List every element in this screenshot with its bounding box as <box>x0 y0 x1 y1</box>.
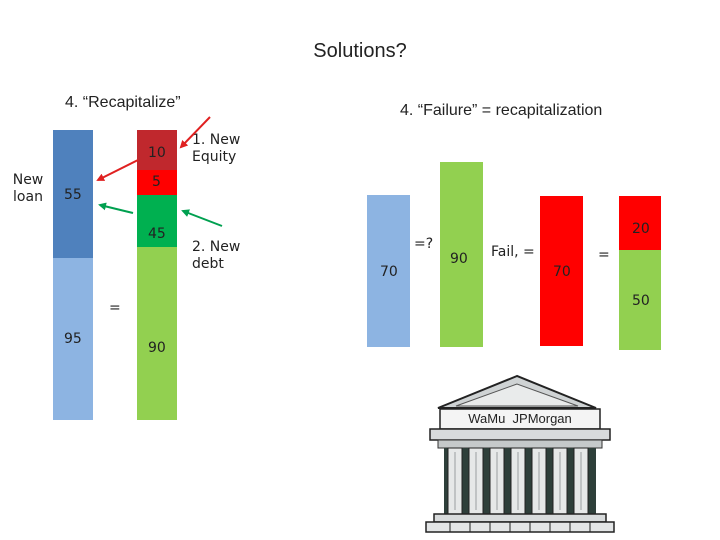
equity-bottom-value: 5 <box>152 174 161 190</box>
new-debt-annotation: 2. New debt <box>192 239 241 272</box>
arrow-debt-to-loan <box>98 202 134 214</box>
red-bar <box>540 196 583 346</box>
fail-label: Fail, = <box>491 244 535 260</box>
bank-sign-text: WaMu JPMorgan <box>468 411 572 426</box>
equity-bar-bottom <box>137 170 177 195</box>
final-bottom-value: 50 <box>632 293 650 309</box>
equity-top-value: 10 <box>148 145 166 161</box>
recapitalize-heading: 4. “Recapitalize” <box>65 94 181 111</box>
red-bar-value: 70 <box>553 264 571 280</box>
arrow-equity-to-loan <box>96 159 139 181</box>
new-loan-label: New loan <box>12 172 44 205</box>
question-label: =? <box>414 236 434 252</box>
page-title: Solutions? <box>313 40 407 62</box>
green-bar-value: 90 <box>450 251 468 267</box>
failure-heading: 4. “Failure” = recapitalization <box>400 102 603 119</box>
arrow-new-equity <box>179 116 211 149</box>
final-top-value: 20 <box>632 221 650 237</box>
assets-value: 70 <box>380 264 398 280</box>
loan-bar-top-value: 55 <box>64 187 82 203</box>
final-bar-top <box>619 196 661 250</box>
final-bar-bottom <box>619 250 661 350</box>
left-equals-sign: = <box>109 300 121 316</box>
new-equity-annotation: 1. New Equity <box>192 132 241 165</box>
loan-bar-top <box>53 130 93 258</box>
base-bar <box>137 247 177 420</box>
arrow-new-debt <box>181 209 223 227</box>
debt-bar <box>137 195 177 247</box>
loan-bar-bottom <box>53 258 93 420</box>
right-equals-sign: = <box>598 247 610 263</box>
assets-bar <box>367 195 410 347</box>
debt-value: 45 <box>148 226 166 242</box>
base-value: 90 <box>148 340 166 356</box>
green-bar <box>440 162 483 347</box>
equity-bar-top <box>137 130 177 170</box>
loan-bar-bottom-value: 95 <box>64 331 82 347</box>
